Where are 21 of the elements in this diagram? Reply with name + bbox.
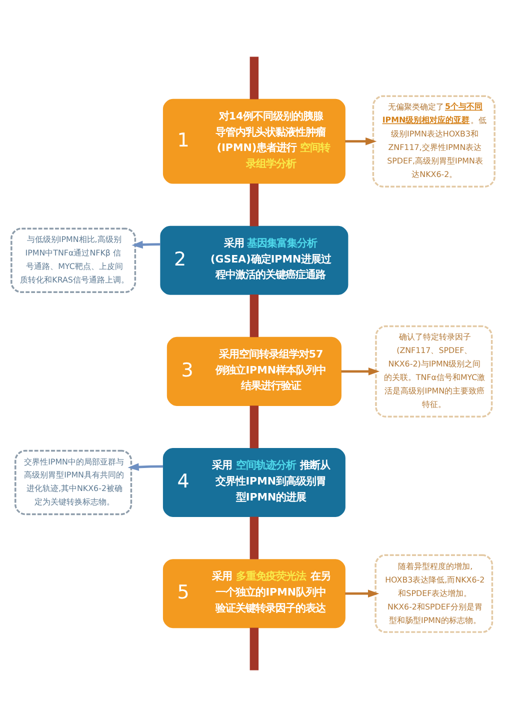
connector — [250, 516, 259, 559]
node-box: 与低级别IPMN相比,高级别IPMN中TNFα通过NFKβ 信号通路、MYC靶点、上皮间质转化和KRAS信号通路上调。 — [10, 227, 136, 292]
connector — [250, 405, 259, 448]
node-box: 2 采用基因集富集分析(GSEA)确定IPMN进展过程中激活的关键癌症通路 — [160, 225, 348, 294]
arrow — [128, 462, 164, 470]
connector — [250, 182, 259, 226]
node-box: 5 采用多重免疫荧光法在另一个独立的IPMN队列中验证关键转录因子的表达 — [162, 558, 346, 628]
connector — [250, 56, 259, 99]
connector — [250, 294, 259, 337]
arrow — [341, 367, 380, 375]
arrow — [345, 589, 380, 597]
node-box: 3 采用空间转录组学对57例独立IPMN样本队列中结果进行验证 — [166, 336, 342, 406]
arrow — [132, 240, 160, 248]
arrow — [345, 136, 377, 145]
connector — [250, 627, 259, 670]
node-box: 交界性IPMN中的局部亚群与高级别胃型IPMN具有共同的进化轨迹,其中NKX6-2被确定为关键转换标志物。 — [14, 449, 132, 515]
node-box: 1 对14例不同级别的胰腺导管内乳头状黏液性肿瘤(IPMN)患者进行空间转录组学分析 — [162, 98, 346, 184]
node-box: 无偏聚类确定了5个与不同IPMN级别相对应的亚群。低级别IPMN表达HOXB3和ZNF117,交界性IPMN表达SPDEF,高级别胃型IPMN表达NKX6-2。 — [372, 94, 496, 187]
node-box: 确认了特定转录因子(ZNF117、SPDEF、NKX6-2)与IPMN级别之间的关联。TNFα信号和MYC激活是高级别IPMN的主要致癌特征。 — [375, 324, 493, 418]
node-box: 4 采用空间轨迹分析推断从交界性IPMN到高级别胃型IPMN的进展 — [162, 448, 346, 517]
node-box: 随着异型程度的增加,HOXB3表达降低,而NKX6-2和SPDEF表达增加。NKX6-2和SPDEF分别是胃型和肠型IPMN的标志物。 — [374, 554, 494, 632]
